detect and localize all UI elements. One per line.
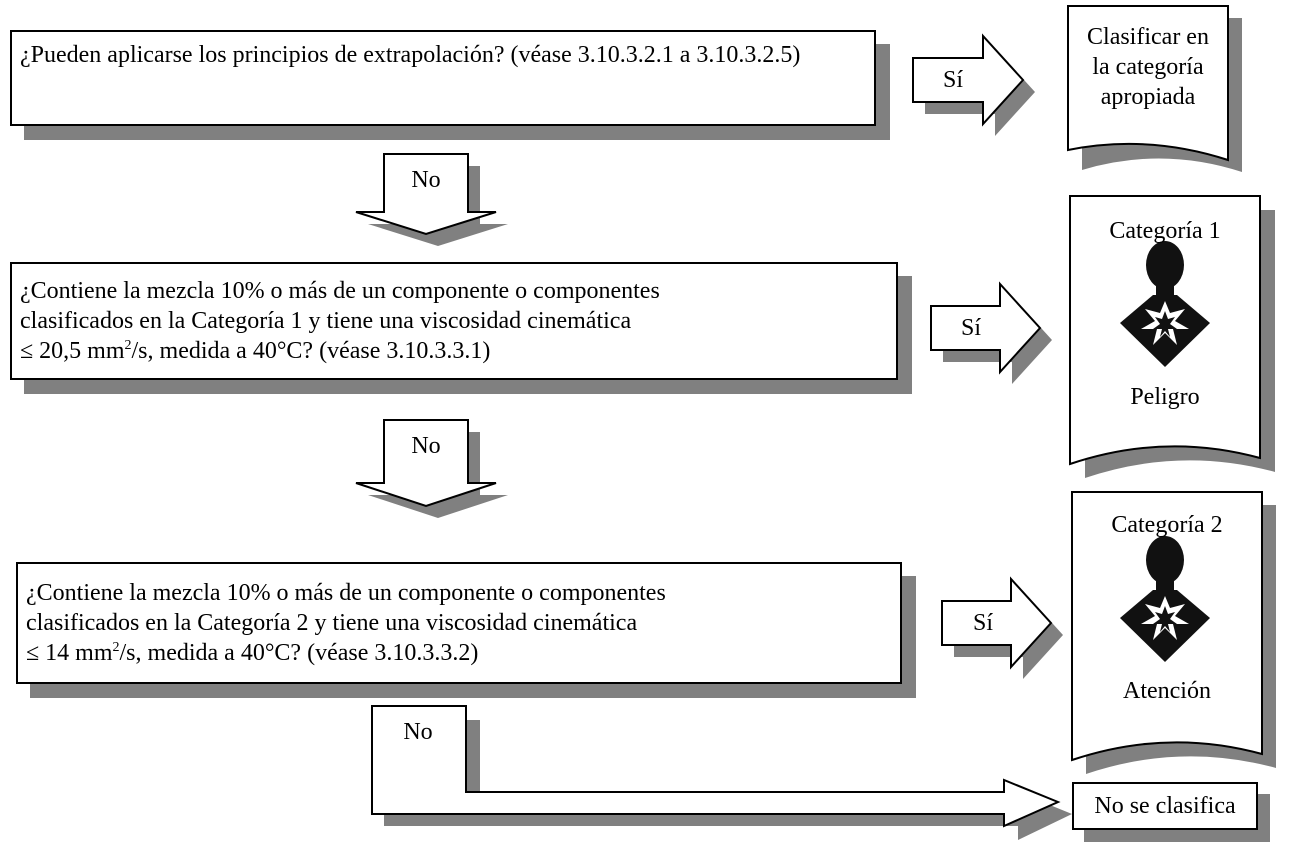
question-3-line-1: ¿Contiene la mezcla 10% o más de un comp… xyxy=(26,580,666,606)
question-3-line-2: clasificados en la Categoría 2 y tiene u… xyxy=(26,610,638,636)
question-box-category-1: ¿Contiene la mezcla 10% o más de un comp… xyxy=(10,262,898,380)
yes-label-1: Sí xyxy=(942,67,963,93)
yes-arrow-3 xyxy=(941,576,1053,670)
question-2-line-3: ≤ 20,5 mm2/s, medida a 40°C? (véase 3.10… xyxy=(20,338,491,364)
no-arrow-2 xyxy=(355,419,497,508)
question-2-line-1: ¿Contiene la mezcla 10% o más de un comp… xyxy=(20,278,660,304)
result-1-text: Clasificar en la categoría apropiada xyxy=(1087,24,1209,110)
not-classified-box: No se clasifica xyxy=(1072,782,1258,830)
no-label-2: No xyxy=(411,433,441,459)
signal-word-danger: Peligro xyxy=(1130,384,1200,410)
category-1-title: Categoría 1 xyxy=(1109,218,1221,244)
yes-arrow-2 xyxy=(930,281,1042,375)
signal-word-warning: Atención xyxy=(1123,678,1211,704)
no-label-3: No xyxy=(403,719,433,745)
yes-label-2: Sí xyxy=(960,315,981,341)
no-arrow-3-shadow xyxy=(384,720,1072,840)
question-box-extrapolation: ¿Pueden aplicarse los principios de extr… xyxy=(10,30,876,126)
result-1-shape xyxy=(1067,5,1229,162)
question-1-text: ¿Pueden aplicarse los principios de extr… xyxy=(20,42,801,68)
no-arrow-1 xyxy=(355,153,497,236)
yes-arrow-1 xyxy=(912,33,1025,127)
no-label-1: No xyxy=(411,167,441,193)
question-2-line-2: clasificados en la Categoría 1 y tiene u… xyxy=(20,308,632,334)
category-2-title: Categoría 2 xyxy=(1111,512,1223,538)
no-arrow-3 xyxy=(371,705,1061,828)
yes-label-3: Sí xyxy=(972,610,993,636)
question-box-category-2: ¿Contiene la mezcla 10% o más de un comp… xyxy=(16,562,902,684)
question-3-line-3: ≤ 14 mm2/s, medida a 40°C? (véase 3.10.3… xyxy=(26,640,479,666)
